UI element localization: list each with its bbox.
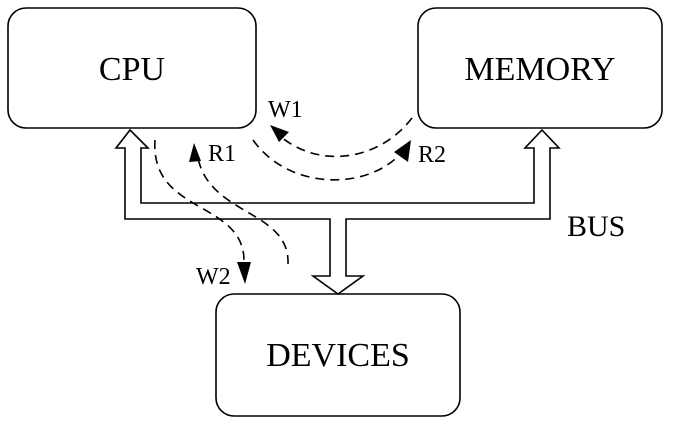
bus-label: BUS <box>567 210 625 243</box>
devices-label: DEVICES <box>266 337 410 374</box>
bus-connector <box>114 128 561 295</box>
cpu-label: CPU <box>99 51 165 88</box>
r2-label: R2 <box>418 142 446 168</box>
memory-label: MEMORY <box>464 51 615 88</box>
r1-arrowhead <box>189 143 201 162</box>
w1-flow-line <box>279 117 413 158</box>
w1-label: W1 <box>268 97 303 123</box>
w2-label: W2 <box>196 264 231 290</box>
w2-flow-line <box>154 139 245 263</box>
cpu-box <box>7 7 257 129</box>
memory-block: MEMORY <box>417 7 663 129</box>
w1-arrowhead <box>270 125 289 142</box>
w2-arrowhead <box>237 262 251 284</box>
devices-block: DEVICES <box>215 293 461 417</box>
r2-flow-line <box>252 139 403 181</box>
r1-flow-line <box>197 157 289 265</box>
r2-arrowhead <box>394 140 411 162</box>
cpu-block: CPU <box>7 7 257 129</box>
memory-box <box>417 7 663 129</box>
r1-label: R1 <box>208 141 236 167</box>
